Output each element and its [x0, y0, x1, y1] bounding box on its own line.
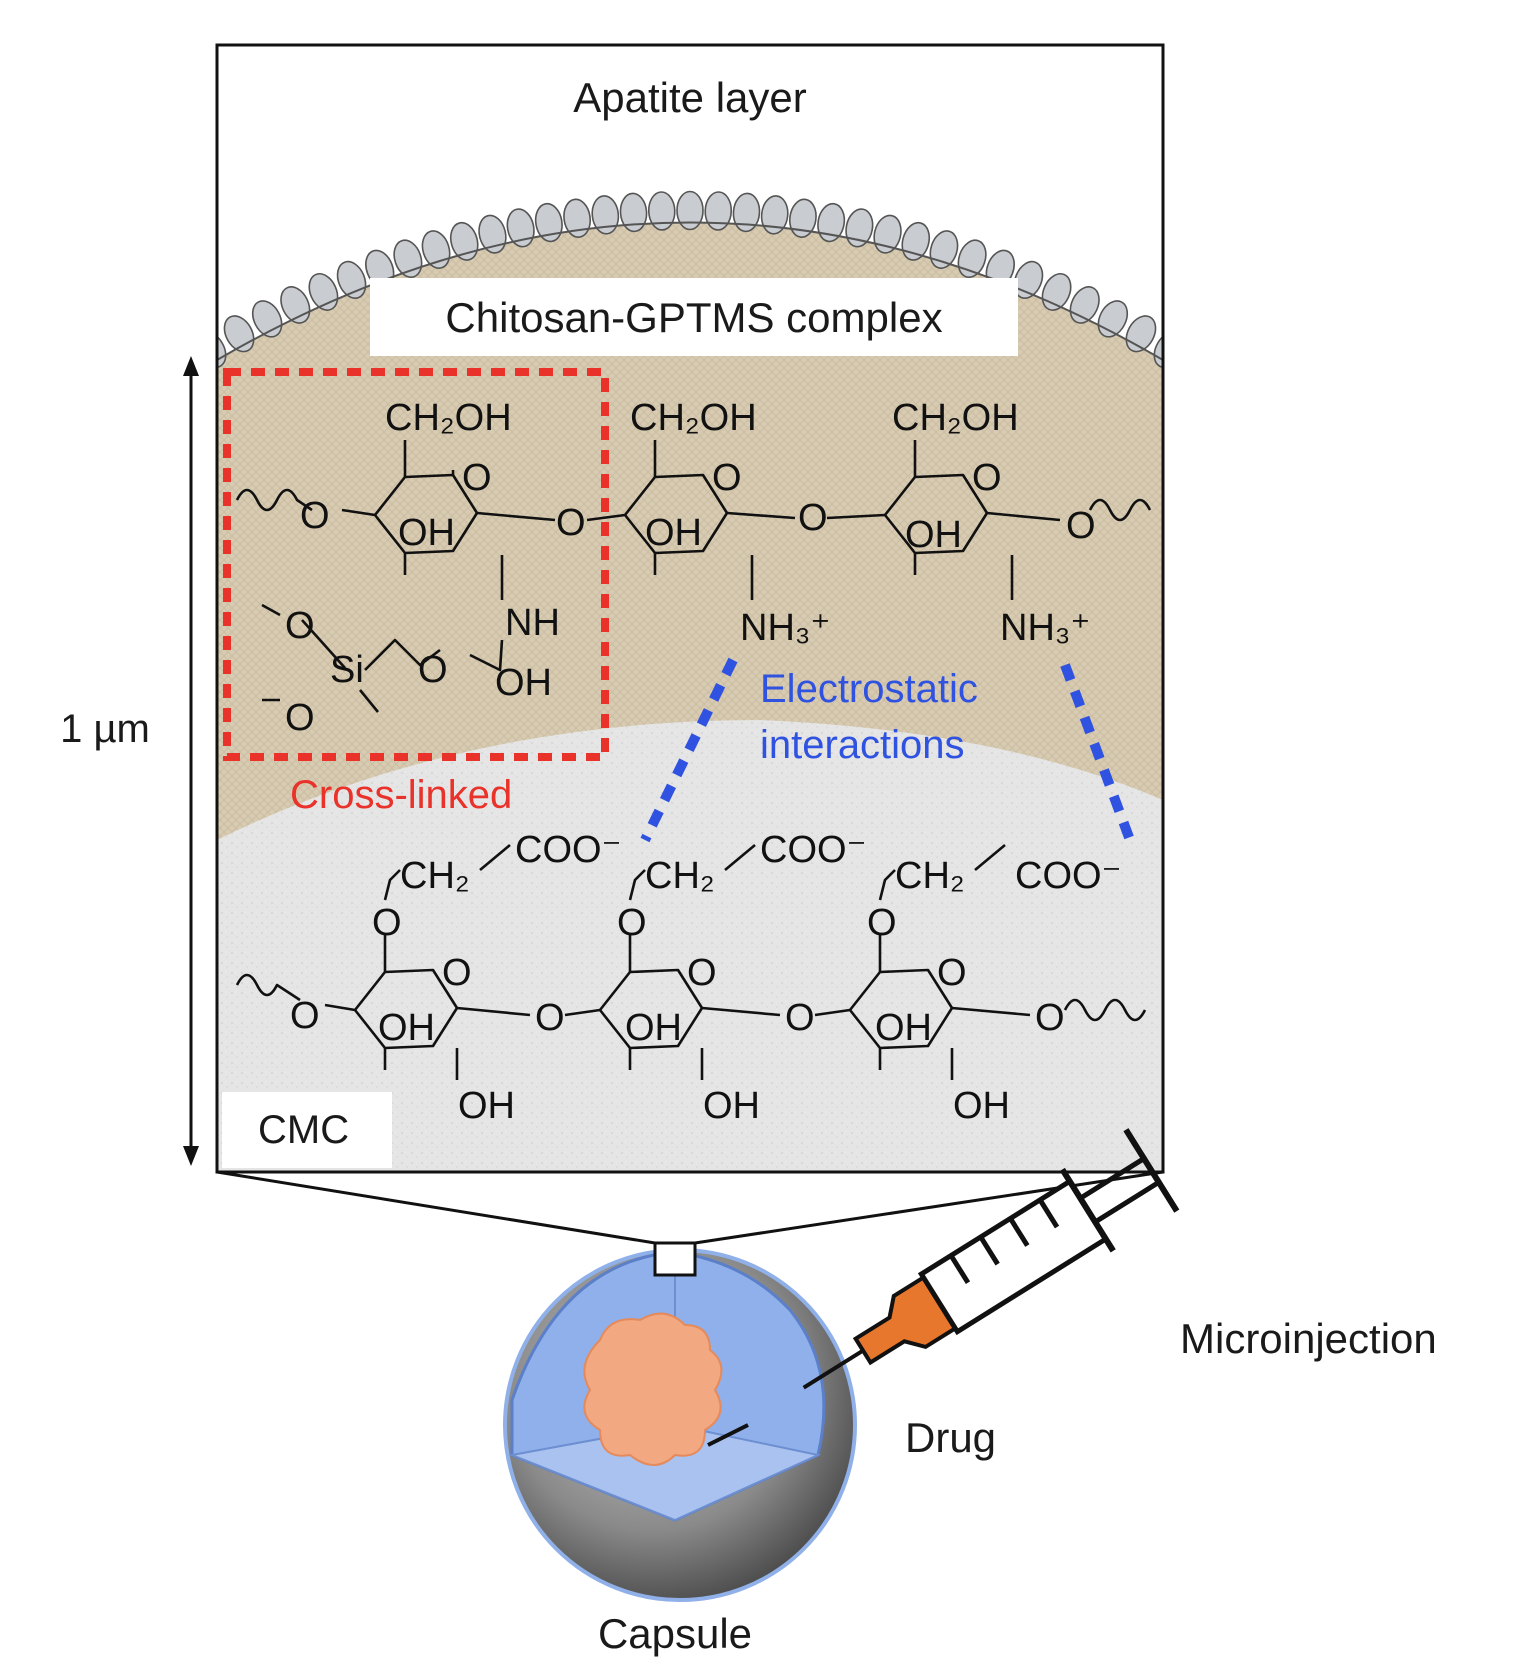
chem-oh-gptms: OH — [495, 662, 552, 704]
apatite-particle — [760, 195, 789, 235]
apatite-boundary — [217, 221, 1163, 361]
apatite-particle — [873, 214, 902, 254]
chem-o-ring-2: O — [712, 457, 742, 499]
chem-o-ether-2: O — [617, 902, 647, 944]
apatite-particle — [676, 190, 704, 231]
chem-o-gptms-2: O — [418, 649, 448, 691]
apatite-particle — [901, 221, 931, 261]
microinjection-label: Microinjection — [1180, 1315, 1437, 1362]
apatite-particle — [449, 221, 479, 261]
chem-nh: NH — [505, 602, 560, 644]
apatite-particle — [929, 230, 959, 269]
apatite-particle — [647, 191, 676, 231]
apatite-particle — [704, 191, 733, 231]
chem-ch2oh-3: CH₂OH — [892, 397, 1019, 439]
chem-o-cmc-link-0: O — [290, 995, 320, 1037]
cmc-label-box — [222, 1092, 392, 1168]
scale-bar — [183, 356, 199, 1166]
chem-coo-2: COO⁻ — [760, 829, 867, 871]
chem-o-link-0: O — [300, 495, 330, 537]
apatite-particle — [732, 192, 761, 233]
apatite-particle — [421, 230, 451, 269]
chem-nh3-1: NH₃⁺ — [740, 607, 830, 649]
chem-o-gptms-1: O — [285, 605, 315, 647]
chitosan-chain — [235, 440, 1152, 713]
chem-si: Si — [330, 649, 364, 691]
chem-o-cmc-ring-2: O — [687, 952, 717, 994]
zoom-box-frame — [215, 43, 1165, 1174]
scale-label: 1 µm — [60, 707, 150, 751]
chitosan-complex-label: Chitosan-GPTMS complex — [445, 294, 942, 341]
apatite-particle — [845, 208, 874, 248]
chem-ch2-2: CH₂ — [645, 855, 715, 897]
drug-pointer — [707, 1423, 749, 1447]
zoom-box-content — [217, 45, 1163, 1172]
chem-o-cmc-link-2: O — [785, 997, 815, 1039]
apatite-particle — [788, 198, 817, 238]
capsule — [503, 1241, 857, 1602]
zoom-line-left — [216, 1170, 656, 1245]
apatite-particle — [393, 239, 423, 278]
chitosan-atoms: CH₂OH CH₂OH CH₂OH O O O O O O O OH OH OH… — [285, 397, 1096, 739]
cmc-atoms: CH₂ CH₂ CH₂ COO⁻ COO⁻ COO⁻ O O O O O O O… — [290, 829, 1122, 1127]
chem-oh-cmc-ring-1: OH — [378, 1007, 435, 1049]
chem-o-link-3: O — [1066, 505, 1096, 547]
chem-ch2oh-2: CH₂OH — [630, 397, 757, 439]
chem-o-ether-3: O — [867, 902, 897, 944]
apatite-particle — [563, 198, 592, 238]
chem-oh-cmc-ring-3: OH — [875, 1007, 932, 1049]
chem-ch2-3: CH₂ — [895, 855, 965, 897]
chem-coo-1: COO⁻ — [515, 829, 622, 871]
apatite-particle — [817, 202, 846, 243]
chem-oh-cmc-bottom-2: OH — [703, 1085, 760, 1127]
electrostatic-label-2: interactions — [760, 723, 965, 767]
chem-o-ether-1: O — [372, 902, 402, 944]
chem-o-cmc-link-3: O — [1035, 997, 1065, 1039]
electrostatic-line-1 — [640, 657, 738, 843]
chem-oh-cmc-ring-2: OH — [625, 1007, 682, 1049]
apatite-particle — [619, 192, 648, 233]
capsule-zoom-marker — [653, 1241, 697, 1277]
cmc-label: CMC — [258, 1108, 349, 1152]
cross-linked-box — [223, 368, 609, 761]
cross-linked-label: Cross-linked — [290, 773, 512, 817]
chem-o-link-2: O — [798, 497, 828, 539]
apatite-layer-label: Apatite layer — [573, 74, 806, 121]
chem-nh3-2: NH₃⁺ — [1000, 607, 1090, 649]
electrostatic-label-1: Electrostatic — [760, 667, 978, 711]
chem-o-cmc-ring-3: O — [937, 952, 967, 994]
zoom-line-right — [694, 1170, 1164, 1245]
chem-oh-ring-3: OH — [905, 514, 962, 556]
cmc-layer — [217, 720, 1163, 1172]
apatite-particle — [478, 214, 507, 254]
chem-oh-cmc-bottom-3: OH — [953, 1085, 1010, 1127]
chem-coo-3: COO⁻ — [1015, 855, 1122, 897]
chem-ch2oh-1: CH₂OH — [385, 397, 512, 439]
chem-o-cmc-ring-1: O — [442, 952, 472, 994]
cmc-chain — [235, 844, 1147, 1080]
apatite-particle — [534, 202, 563, 243]
capsule-label: Capsule — [598, 1610, 752, 1657]
chem-oh-ring-2: OH — [645, 512, 702, 554]
apatite-particles — [217, 190, 1163, 369]
chem-o-cmc-link-1: O — [535, 997, 565, 1039]
chem-ch2-1: CH₂ — [400, 855, 470, 897]
apatite-particle — [957, 239, 987, 278]
chitosan-label-box — [370, 278, 1018, 356]
syringe — [802, 1128, 1180, 1390]
drug-blob — [583, 1312, 723, 1466]
apatite-particle — [506, 208, 535, 248]
chem-oh-cmc-bottom-1: OH — [458, 1085, 515, 1127]
apatite-particle — [591, 195, 620, 235]
chem-o-gptms-3: O — [285, 697, 315, 739]
chem-oh-ring-1: OH — [398, 512, 455, 554]
chem-o-ring-1: O — [462, 457, 492, 499]
chem-o-ring-3: O — [972, 457, 1002, 499]
drug-label: Drug — [905, 1414, 996, 1461]
chem-o-link-1: O — [556, 502, 586, 544]
electrostatic-line-2 — [1060, 663, 1135, 842]
